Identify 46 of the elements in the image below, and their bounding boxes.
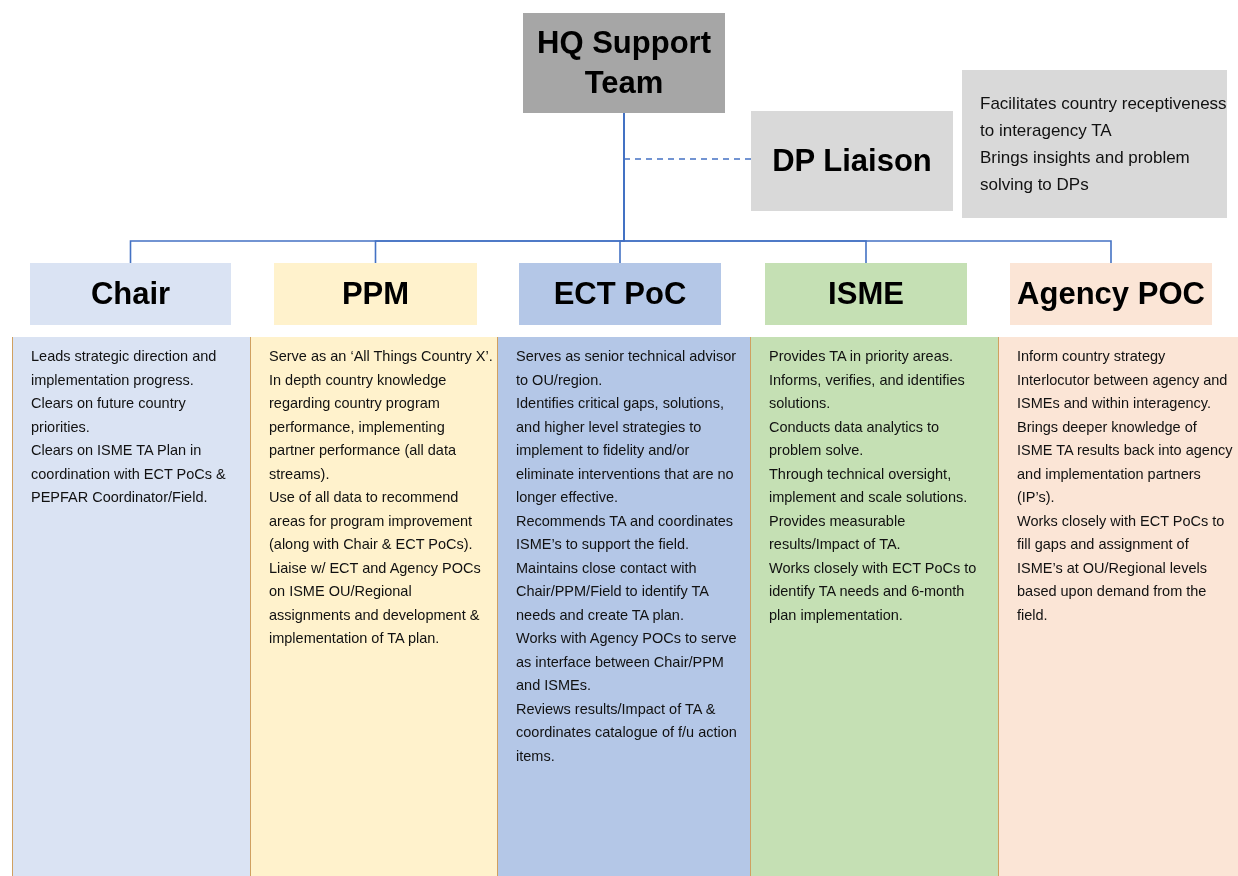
role-header (1010, 263, 1212, 325)
bullet-text: Serve as an ‘All Things Country X’. (269, 347, 493, 366)
bullet-text: Brings deeper knowledge of ISME TA results back into agency and implementation partners (IP’s). (1017, 417, 1234, 507)
bullet-text: Reviews results/Impact of TA & coordinates catalogue of f/u action items. (516, 699, 738, 766)
bullet-text: Interlocutor between agency and ISMEs and within interagency. (1017, 370, 1229, 413)
bullet-text: Recommends TA and coordinates ISME’s to support the field. (516, 511, 735, 554)
role-title: HQ Support Team (536, 23, 712, 102)
note-box (962, 70, 1227, 218)
role-header (765, 263, 967, 325)
bullet-text: Inform country strategy (1017, 347, 1167, 366)
bullet-text: Conducts data analytics to problem solve. (769, 417, 941, 460)
role-column (998, 337, 1238, 876)
bullet-text: Through technical oversight, implement and scale solutions. (769, 464, 969, 507)
role-header (274, 263, 477, 325)
role-column (250, 337, 497, 876)
role-column (497, 337, 750, 876)
bullet-text: Clears on ISME TA Plan in coordination with ECT PoCs & PEPFAR Coordinator/Field. (31, 441, 227, 507)
bullet-text: Brings insights and problem solving to DPs (980, 147, 1191, 196)
bullet-text: Use of all data to recommend areas for program improvement (along with Chair & ECT PoCs). (269, 488, 474, 554)
role-column (12, 337, 250, 876)
bullet-text: Leads strategic direction and implementation progress. (31, 347, 218, 390)
role-title: ECT PoC (553, 274, 687, 313)
bullet-text: Works closely with ECT PoCs to fill gaps and assignment of ISME’s at OU/Regional levels based upon demand from the field. (1017, 511, 1226, 625)
role-column (750, 337, 998, 876)
role-title: ISME (828, 274, 904, 313)
bullet-text: Identifies critical gaps, solutions, and higher level strategies to implement to fidelity and/or eliminate interventions that are no longer effective. (516, 394, 735, 507)
bullet-text: Works closely with ECT PoCs to identify TA needs and 6-month plan implementation. (769, 558, 978, 625)
bullet-text: Serves as senior technical advisor to OU/region. (516, 347, 738, 390)
role-title: Chair (90, 274, 171, 313)
role-title: PPM (341, 274, 410, 313)
team-box (523, 13, 725, 113)
role-header (30, 263, 231, 325)
role-header (519, 263, 721, 325)
connector-line (623, 158, 752, 160)
liaison-box (751, 111, 953, 211)
role-title: DP Liaison (772, 141, 932, 180)
bullet-text: Clears on future country priorities. (31, 394, 187, 437)
bullet-text: In depth country knowledge regarding country program performance, implementing partner performance (all data streams). (269, 370, 457, 484)
bullet-text: Works with Agency POCs to serve as interface between Chair/PPM and ISMEs. (516, 629, 738, 695)
bullet-text: Liaise w/ ECT and Agency POCs on ISME OU/Regional assignments and development & implementation of TA plan. (269, 558, 482, 648)
bullet-text: Maintains close contact with Chair/PPM/Field to identify TA needs and create TA plan. (516, 558, 710, 625)
role-title: Agency POC (1017, 274, 1205, 313)
bullet-text: Informs, verifies, and identifies solutions. (769, 370, 966, 413)
bullet-text: Provides TA in priority areas. (769, 347, 954, 366)
bullet-text: Provides measurable results/Impact of TA. (769, 511, 907, 554)
bullet-text: Facilitates country receptiveness to interagency TA (980, 93, 1227, 142)
